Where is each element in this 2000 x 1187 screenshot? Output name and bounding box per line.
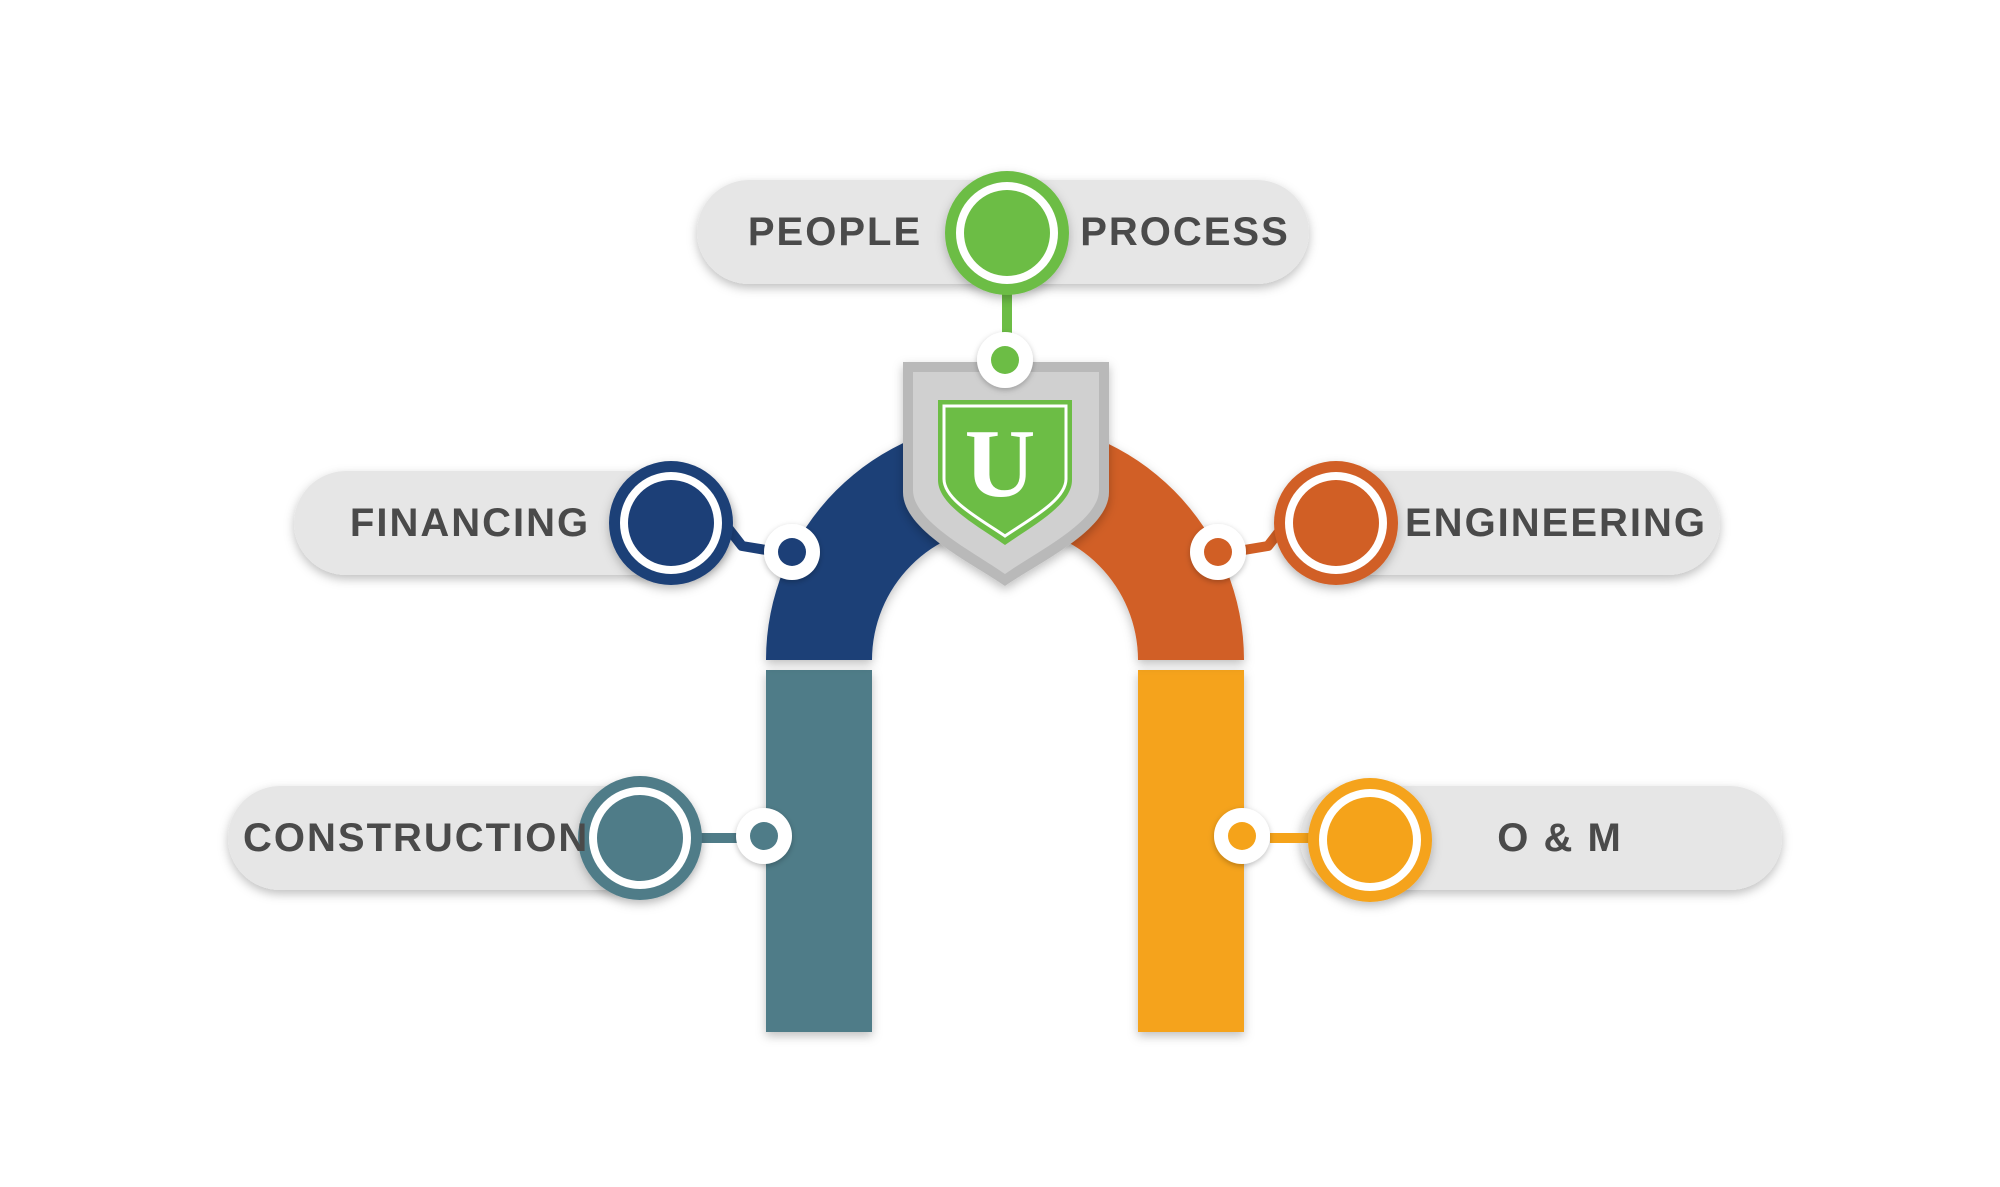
financing-node xyxy=(609,461,733,585)
construction-dot xyxy=(736,808,792,864)
engineering-label: ENGINEERING xyxy=(1405,501,1708,545)
construction-label: CONSTRUCTION xyxy=(243,816,590,860)
financing-dot xyxy=(764,524,820,580)
engineering-dot xyxy=(1190,524,1246,580)
financing-label: FINANCING xyxy=(349,501,591,545)
om-label: O & M xyxy=(1497,816,1623,860)
om-node xyxy=(1308,778,1432,902)
om-dot xyxy=(1214,808,1270,864)
construction-pill xyxy=(228,786,698,890)
shield-letter: U xyxy=(964,410,1036,518)
engineering-node xyxy=(1274,461,1398,585)
construction-node xyxy=(578,776,702,900)
people-label: PEOPLE xyxy=(747,210,923,254)
people-process-node xyxy=(945,171,1069,295)
process-label: PROCESS xyxy=(1080,210,1290,254)
people-process-dot xyxy=(977,332,1033,388)
shield-icon xyxy=(903,362,1109,586)
